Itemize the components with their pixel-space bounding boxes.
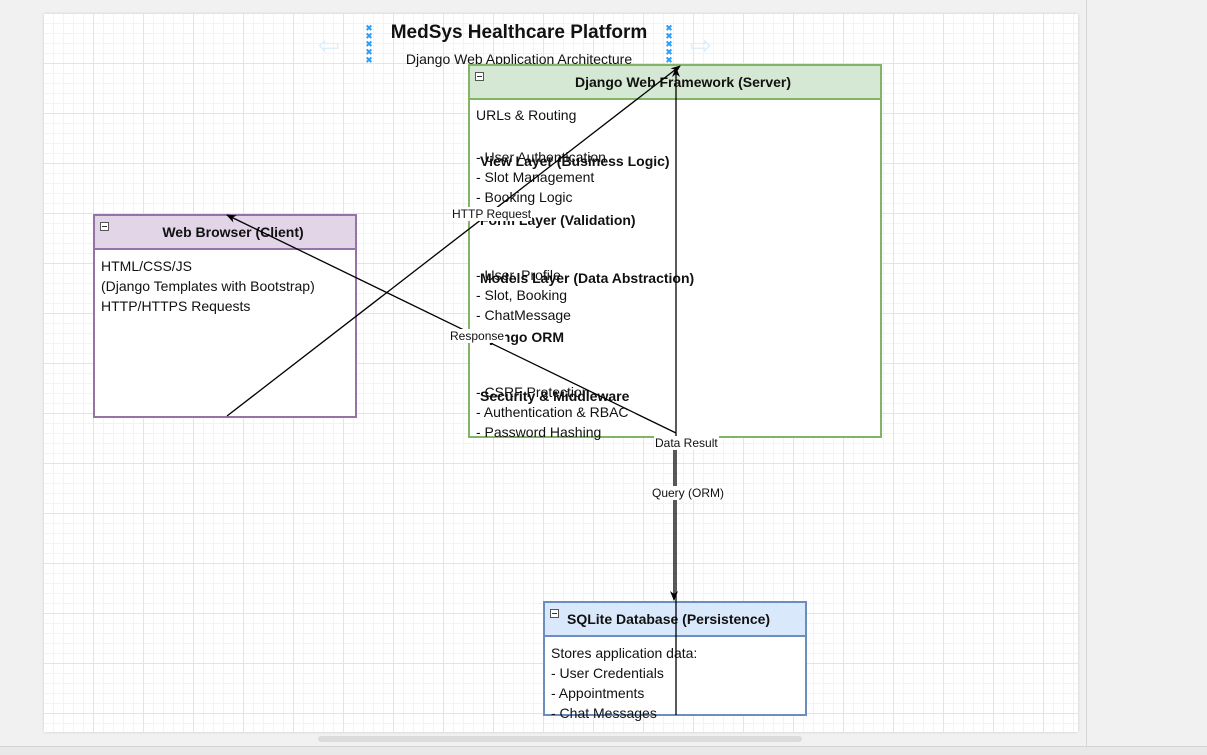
- database-line: - User Credentials: [551, 665, 664, 681]
- http-request-label[interactable]: HTTP Request: [451, 207, 533, 221]
- client-line: HTTP/HTTPS Requests: [101, 298, 251, 314]
- format-panel-edge: [1086, 0, 1087, 754]
- data-result-label[interactable]: Data Result: [654, 436, 719, 450]
- database-title: SQLite Database (Persistence): [567, 611, 771, 627]
- server-container[interactable]: Django Web Framework (Server) URLs & Rou…: [468, 64, 882, 440]
- client-line: (Django Templates with Bootstrap): [101, 278, 315, 294]
- client-title: Web Browser (Client): [162, 224, 304, 240]
- navigate-left-arrow-icon[interactable]: ⇦: [318, 30, 340, 60]
- models-item: - ChatMessage: [476, 307, 571, 323]
- selection-handle-right-icon[interactable]: ✖✖✖✖✖: [665, 23, 673, 65]
- models-item: - Slot, Booking: [476, 287, 568, 303]
- collapse-minus-icon[interactable]: [550, 609, 559, 618]
- response-label[interactable]: Response: [449, 329, 506, 343]
- security-item: - Authentication & RBAC: [476, 404, 629, 420]
- diagram-title[interactable]: MedSys Healthcare Platform: [390, 22, 648, 43]
- database-line: - Appointments: [551, 685, 645, 701]
- database-line: - Chat Messages: [551, 705, 657, 721]
- security-label: Security & Middleware: [480, 388, 630, 404]
- horizontal-scrollbar[interactable]: [318, 736, 802, 742]
- database-header[interactable]: SQLite Database (Persistence): [545, 603, 805, 637]
- collapse-minus-icon[interactable]: [475, 72, 484, 81]
- client-line: HTML/CSS/JS: [101, 258, 193, 274]
- view-layer-label: View Layer (Business Logic): [480, 153, 670, 169]
- view-item: - Booking Logic: [476, 189, 573, 205]
- server-header[interactable]: Django Web Framework (Server): [470, 66, 880, 100]
- urls-routing-label: URLs & Routing: [476, 107, 577, 123]
- security-item: - Password Hashing: [476, 424, 602, 440]
- client-container[interactable]: Web Browser (Client) HTML/CSS/JS (Django…: [93, 214, 357, 418]
- query-orm-label[interactable]: Query (ORM): [651, 486, 725, 500]
- database-container[interactable]: SQLite Database (Persistence) Stores app…: [543, 601, 807, 721]
- selection-handle-left-icon[interactable]: ✖✖✖✖✖: [365, 23, 373, 65]
- bottom-bar: [0, 746, 1207, 755]
- view-item: - Slot Management: [476, 169, 595, 185]
- server-title: Django Web Framework (Server): [574, 74, 792, 90]
- collapse-minus-icon[interactable]: [100, 222, 109, 231]
- client-header[interactable]: Web Browser (Client): [95, 216, 355, 250]
- models-layer-label: Models Layer (Data Abstraction): [480, 270, 695, 286]
- diagram-subtitle[interactable]: Django Web Application Architecture: [405, 51, 633, 67]
- navigate-right-arrow-icon[interactable]: ⇨: [690, 30, 712, 60]
- database-line: Stores application data:: [551, 645, 698, 661]
